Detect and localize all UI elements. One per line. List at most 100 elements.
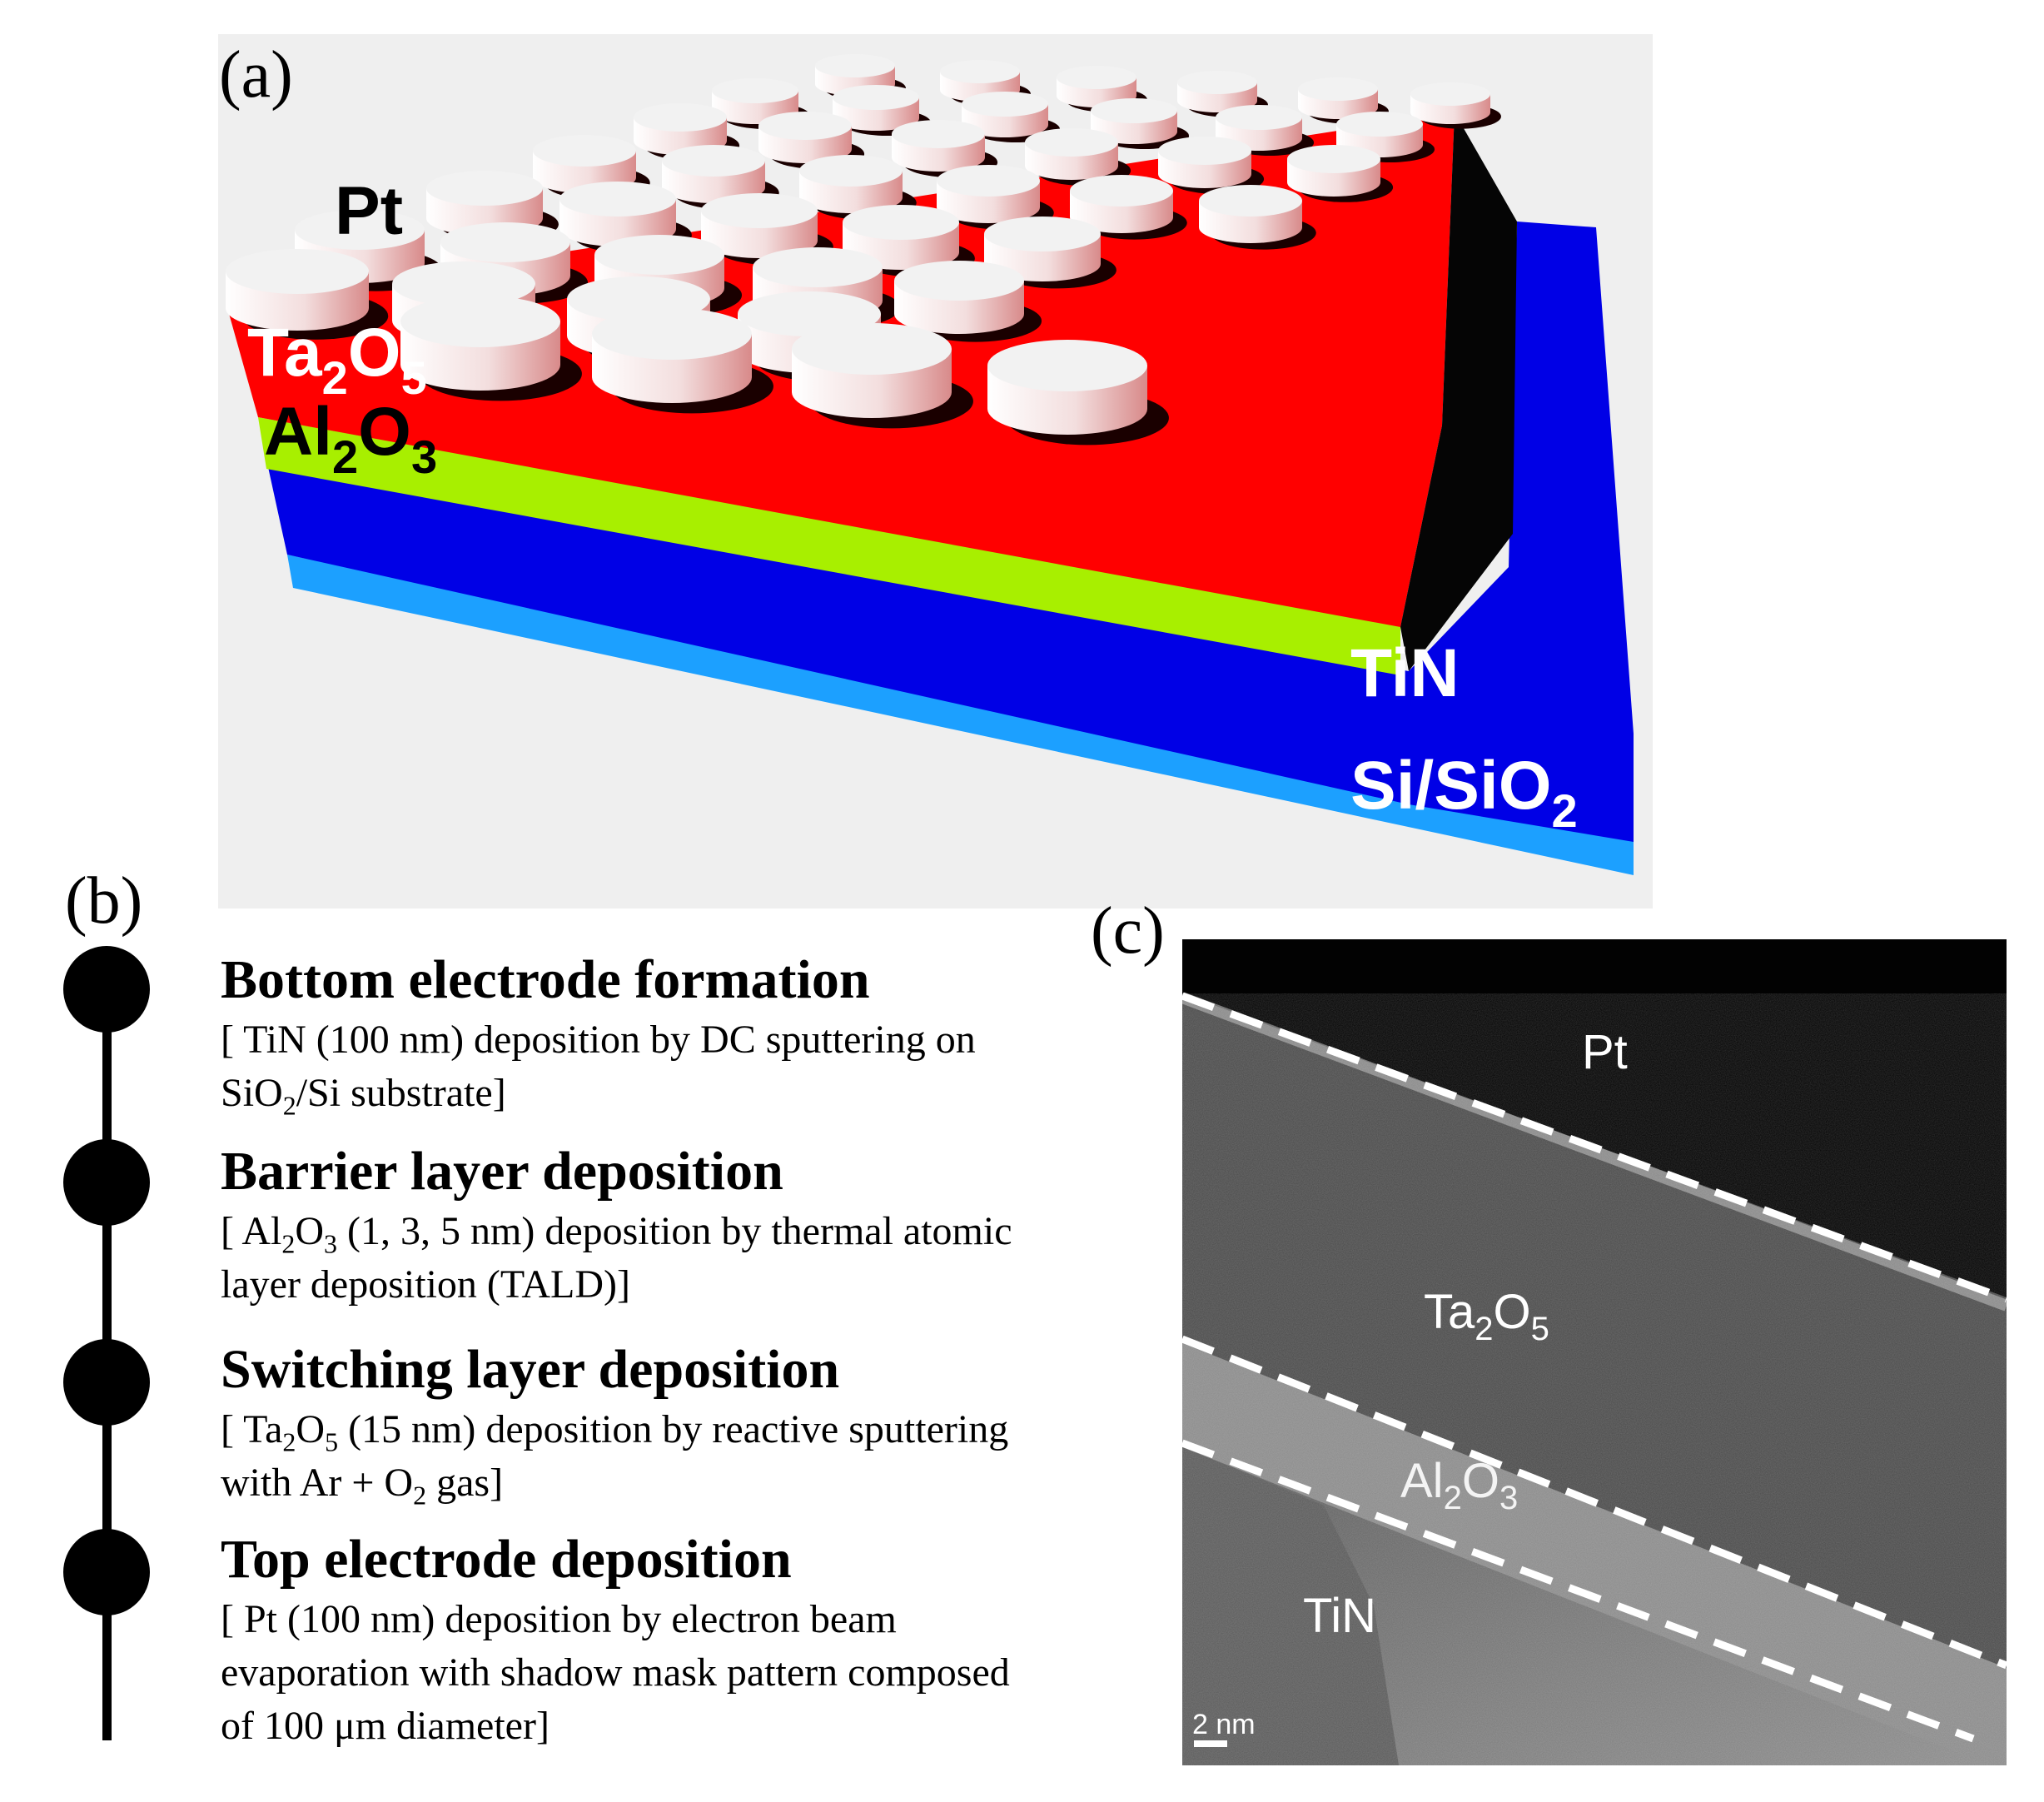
process-step-1: Bottom electrode formation [ TiN (100 nm… [221,951,1178,1120]
pt-pad-top [1070,175,1173,207]
pt-pad-top [894,261,1024,301]
pt-pad-top [712,78,798,103]
pt-pad-top [1410,82,1490,106]
pt-pad [937,165,1054,230]
panel-c-label: (c) [1091,894,1165,968]
al2o3-layer [258,417,1400,675]
process-step-4: Top electrode deposition [ Pt (100 nm) d… [221,1531,1178,1753]
pt-pad-top [799,155,903,187]
pt-pad [1199,185,1316,250]
pt-pad [894,261,1042,342]
tem-al2o3-label: Al2O3 [1400,1454,1518,1516]
pt-pad-top [1025,128,1118,157]
substrate-label: Si/SiO2 [1350,748,1578,837]
pt-pad-top [815,54,895,77]
step-description: [ TiN (100 nm) deposition by DC sputteri… [221,1018,976,1121]
pt-pad-top [662,145,765,177]
pt-pad [1177,71,1268,117]
pt-pad-top [962,92,1048,117]
pt-pad-top [1298,77,1378,101]
pt-pad [1070,175,1187,240]
pt-pad-top [1216,105,1302,130]
timeline-node-1 [63,946,150,1033]
interface-line-pt-ta2o5 [1181,992,2008,1303]
process-flow-panel: Bottom electrode formation [ TiN (100 nm… [50,941,1149,1774]
pt-label: Pt [335,173,403,249]
tin-layer-front [268,467,1409,804]
pt-pad [400,296,582,401]
process-step-3: Switching layer deposition [ Ta2O5 (15 n… [221,1341,1178,1510]
pt-pad-array [226,54,1501,446]
step-title: Switching layer deposition [221,1339,840,1400]
pt-pad-top [1091,98,1177,123]
pt-pad-top [892,120,985,148]
pt-pad [962,92,1061,142]
pt-pad-top [594,235,724,275]
pt-pad-top [295,210,425,250]
pt-pad-top [937,165,1040,197]
substrate-layer-front [287,555,1634,875]
pt-pad-top [833,85,919,110]
panel-a-label: (a) [219,38,293,112]
pt-pad-top [753,247,883,287]
step-title: Top electrode deposition [221,1529,792,1590]
pt-pad-top [1336,112,1423,137]
step-description: [ Ta2O5 (15 nm) deposition by reactive s… [221,1407,1009,1511]
scale-bar-label: 2 nm [1192,1709,1256,1740]
pt-pad-top [226,249,369,294]
panel-b-label: (b) [65,864,143,938]
timeline-node-2 [63,1139,150,1226]
interface-line-al2o3-tin [1181,1439,1975,1743]
step-title: Barrier layer deposition [221,1141,783,1202]
al2o3-label: Al2O3 [264,394,437,483]
scale-bar [1194,1740,1227,1747]
pt-pad-top [1057,66,1136,89]
tem-cross-section: Pt Ta2O5 Al2O3 TiN 2 nm [1180,939,2009,1772]
pt-pad-top [440,222,570,262]
pt-pad-top [1158,137,1251,165]
pt-pad-top [940,60,1020,83]
pt-pad [792,323,973,429]
pt-pad-top [1199,185,1302,217]
process-step-2: Barrier layer deposition [ Al2O3 (1, 3, … [221,1142,1178,1312]
stack-side-shadow [1400,112,1517,671]
pt-pad [1025,128,1131,186]
pt-pad-top [559,182,676,217]
pt-pad-top [758,112,852,140]
pt-pad-top [392,261,535,306]
pt-pad-top [426,171,543,206]
pt-pad [226,249,389,340]
device-schematic-panel: Pt Ta2O5 Al2O3 TiN Si/SiO2 [218,34,1653,908]
pt-pad [987,340,1169,446]
pt-pad-top [592,308,752,360]
tem-image-panel: Pt Ta2O5 Al2O3 TiN 2 nm [1180,939,2009,1772]
pt-pad-top [1177,71,1257,94]
device-schematic-3d: Pt Ta2O5 Al2O3 TiN Si/SiO2 [218,34,1653,908]
pt-pad [592,308,773,414]
timeline-node-4 [63,1529,150,1615]
pt-pad-top [533,135,636,167]
pt-pad-top [1287,145,1380,173]
tin-label: TiN [1350,635,1460,711]
tem-ta2o5-label: Ta2O5 [1424,1285,1549,1347]
pt-pad-top [792,323,952,375]
ta2o5-label: Ta2O5 [247,315,427,404]
tin-layer-side [1409,222,1634,842]
pt-pad-top [987,340,1147,391]
pt-pad [1287,145,1394,202]
interface-line-ta2o5-al2o3 [1181,1335,2008,1670]
tem-tin-label: TiN [1303,1589,1376,1643]
tem-pt-label: Pt [1582,1025,1628,1079]
pt-pad [701,193,833,266]
pt-pad-top [634,103,727,132]
step-description: [ Al2O3 (1, 3, 5 nm) deposition by therm… [221,1209,1012,1307]
step-title: Bottom electrode formation [221,949,870,1010]
pt-pad-top [701,193,818,228]
pt-pad [1410,82,1501,129]
pt-pad-top [400,296,560,347]
pt-pad-top [984,217,1101,251]
timeline-node-3 [63,1339,150,1426]
pt-pad-top [843,205,959,240]
tem-noise [1182,993,2007,1765]
pt-pad [662,145,779,210]
